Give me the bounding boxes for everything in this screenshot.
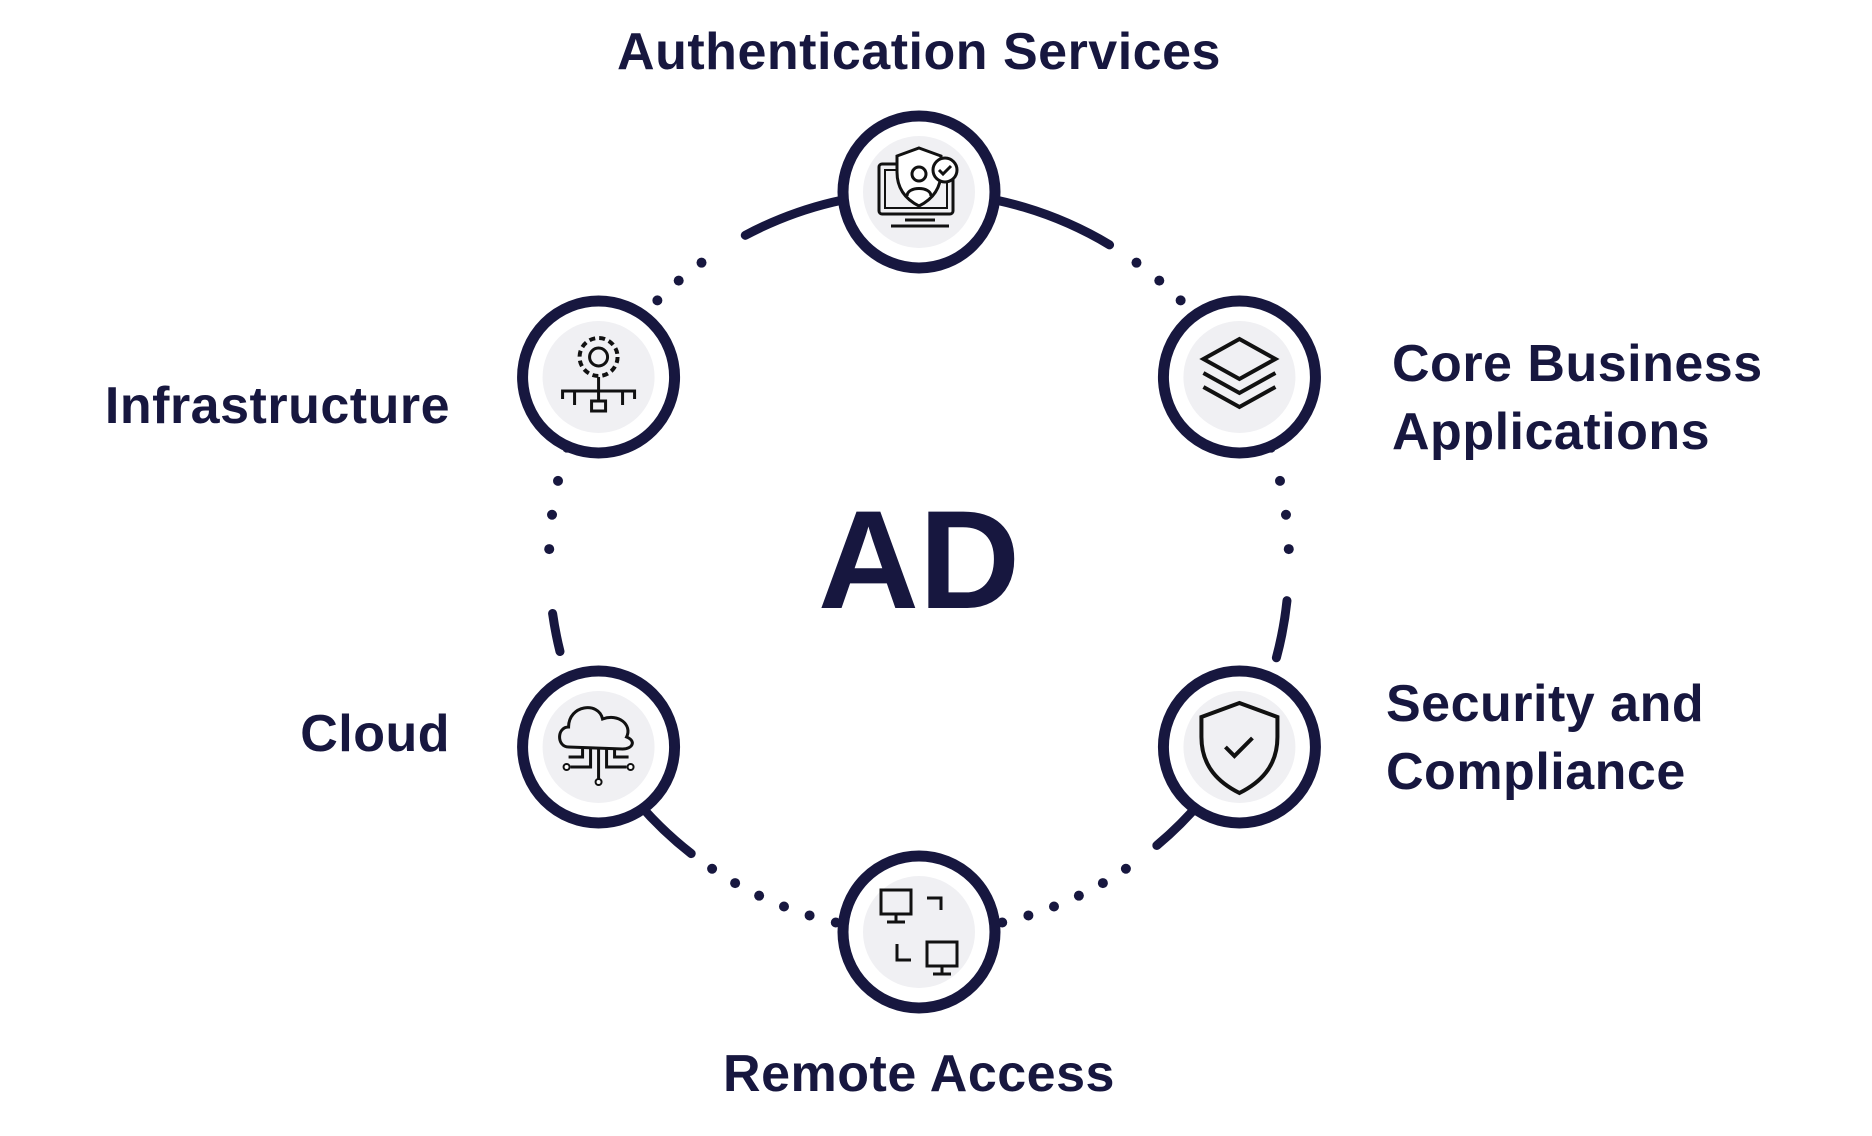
node-cloud bbox=[517, 665, 681, 829]
label-line: Security and bbox=[1386, 675, 1705, 733]
ring-dot bbox=[1120, 863, 1131, 874]
label-line: Infrastructure bbox=[104, 377, 450, 435]
ring-solid-arc bbox=[548, 608, 565, 657]
shield-check-icon bbox=[1199, 700, 1280, 796]
node-security bbox=[1157, 665, 1321, 829]
label-line: Applications bbox=[1392, 403, 1711, 461]
label-line: Compliance bbox=[1386, 743, 1686, 801]
center-label: AD bbox=[817, 481, 1021, 638]
ring-dot bbox=[1049, 901, 1060, 912]
label-remote-access: Remote Access bbox=[0, 1040, 1838, 1108]
icon-background bbox=[863, 876, 975, 988]
label-line: Core Business bbox=[1392, 335, 1763, 393]
ring-dot bbox=[1023, 910, 1034, 921]
ring-dot bbox=[1280, 509, 1291, 520]
node-authentication bbox=[837, 110, 1001, 274]
cloud-network-icon bbox=[558, 706, 635, 786]
remote-computers-icon bbox=[879, 888, 959, 976]
icon-background bbox=[1183, 691, 1296, 803]
ring-dot bbox=[730, 878, 741, 889]
label-authentication: Authentication Services bbox=[0, 18, 1838, 86]
label-line: Cloud bbox=[300, 705, 450, 763]
label-line: Remote Access bbox=[723, 1045, 1115, 1103]
ring-dot bbox=[673, 275, 684, 286]
ring-dot bbox=[696, 257, 707, 268]
monitor-shield-user-check-icon bbox=[877, 146, 959, 228]
ring-solid-arc bbox=[1271, 596, 1292, 663]
ring-dot bbox=[778, 901, 789, 912]
ring-dot bbox=[1283, 544, 1294, 555]
ring-dot bbox=[707, 863, 718, 874]
node-remote-access bbox=[837, 850, 1001, 1014]
node-infrastructure bbox=[517, 295, 681, 459]
label-cloud: Cloud bbox=[300, 700, 450, 768]
ring-dot bbox=[547, 509, 558, 520]
ring-dot bbox=[754, 890, 765, 901]
ring-dot bbox=[1274, 475, 1285, 486]
label-infrastructure: Infrastructure bbox=[105, 372, 450, 440]
ring-dot bbox=[1073, 890, 1084, 901]
ring-dot bbox=[1154, 275, 1165, 286]
ring-dot bbox=[1097, 878, 1108, 889]
ring-dot bbox=[1131, 257, 1142, 268]
ring-dot bbox=[652, 295, 663, 306]
ring-dot bbox=[553, 475, 564, 486]
ring-dot bbox=[544, 544, 555, 555]
ring-dot bbox=[804, 910, 815, 921]
gear-network-icon bbox=[561, 336, 637, 413]
label-line: Authentication Services bbox=[617, 23, 1221, 81]
layers-icon bbox=[1199, 336, 1280, 410]
ring-dot bbox=[1175, 295, 1186, 306]
node-core-business bbox=[1157, 295, 1321, 459]
